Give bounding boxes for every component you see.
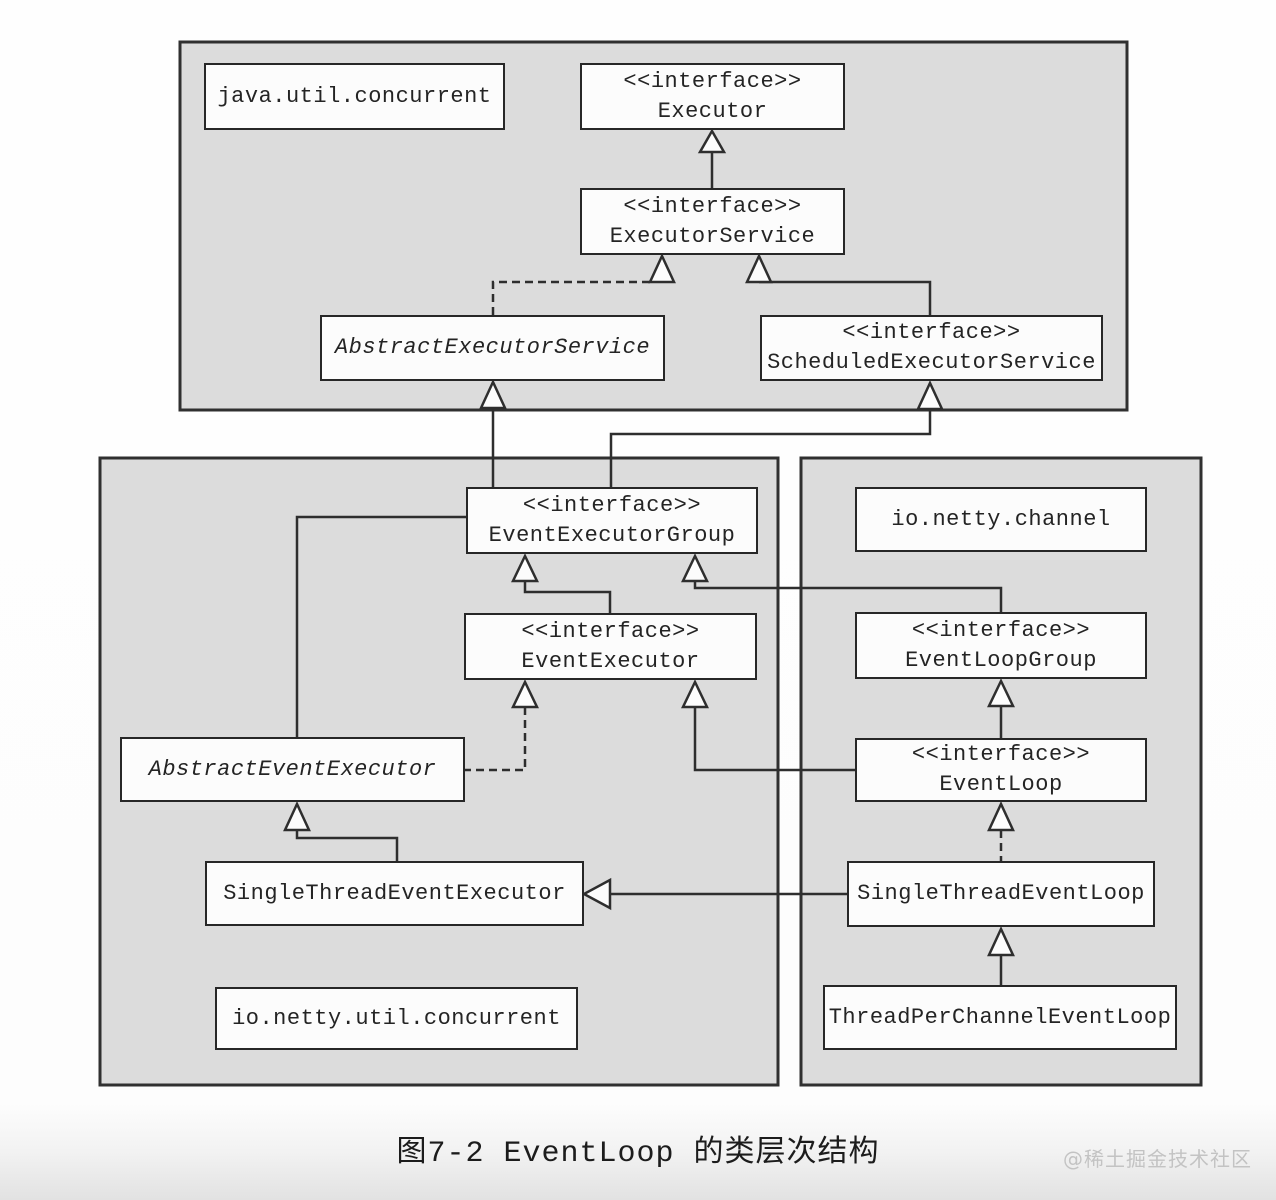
edge-eventloop-extends-eventexecutor [681,679,855,772]
class-name: AbstractExecutorService [334,335,651,360]
package-label-java-util-concurrent: java.util.concurrent [204,63,505,130]
class-box-eventexecutor: <<interface>> EventExecutor [464,613,757,680]
edge-eventexecutorgroup-extends-scheduledexecutorservice [609,380,944,487]
watermark: @稀土掘金技术社区 [1063,1147,1252,1171]
package-label-text: java.util.concurrent [217,83,492,109]
edge-executorservice-extends-executor [697,128,727,188]
edge-abstracteventexecutor-implements-eventexecutor [465,679,539,772]
class-name: Executor [657,98,768,124]
stereotype-label: <<interface>> [623,68,802,94]
class-name: EventExecutorGroup [488,522,736,548]
package-label-text: io.netty.channel [891,506,1111,532]
class-box-eventloop: <<interface>> EventLoop [855,738,1147,802]
class-box-abstracteventexecutor: AbstractEventExecutor [120,737,465,802]
edge-abstractexecutorservice-implements-executorservice [491,253,676,315]
stereotype-label: <<interface>> [623,193,802,219]
package-label-io-netty-util-concurrent: io.netty.util.concurrent [215,987,578,1050]
class-box-scheduledexecutorservice: <<interface>> ScheduledExecutorService [760,315,1103,381]
class-box-singlethreadeventloop: SingleThreadEventLoop [847,861,1155,927]
edge-eventexecutorgroup-extends-abstractexecutorservice [479,379,507,487]
package-label-io-netty-channel: io.netty.channel [855,487,1147,552]
class-box-executor: <<interface>> Executor [580,63,845,130]
edge-singlethreadeventloop-extends-singlethreadeventexecutor [581,877,847,911]
edge-scheduledexecutorservice-extends-executorservice [745,253,932,315]
class-name: ScheduledExecutorService [767,350,1096,375]
stereotype-label: <<interface>> [842,320,1021,345]
class-name: AbstractEventExecutor [148,756,437,782]
class-box-executorservice: <<interface>> ExecutorService [580,188,845,255]
class-name: EventLoop [939,772,1063,797]
class-box-singlethreadeventexecutor: SingleThreadEventExecutor [205,861,584,926]
stereotype-label: <<interface>> [521,618,700,644]
edge-eventexecutor-extends-eventexecutorgroup [511,553,612,613]
class-box-threadperchanneleventloop: ThreadPerChannelEventLoop [823,985,1177,1050]
stereotype-label: <<interface>> [911,617,1091,643]
class-box-abstractexecutorservice: AbstractExecutorService [320,315,665,381]
edge-threadperchanneleventloop-extends-singlethreadeventloop [987,926,1015,985]
package-label-text: io.netty.util.concurrent [232,1005,561,1031]
class-name: ExecutorService [609,223,816,249]
class-name: SingleThreadEventExecutor [223,880,566,906]
class-box-eventloopgroup: <<interface>> EventLoopGroup [855,612,1147,679]
stereotype-label: <<interface>> [522,492,702,518]
edge-eventloopgroup-extends-eventexecutorgroup [681,553,1003,612]
class-name: SingleThreadEventLoop [857,881,1145,906]
class-name: EventExecutor [521,648,700,674]
figure-caption: 图7-2 EventLoop 的类层次结构 [396,1137,880,1171]
edge-singlethreadeventloop-implements-eventloop [987,801,1015,861]
edge-singlethreadeventexecutor-extends-abstracteventexecutor [283,801,399,861]
stereotype-label: <<interface>> [911,742,1091,767]
edge-abstracteventexecutor-to-eventexecutorgroup-line [295,515,466,738]
class-name: EventLoopGroup [905,647,1097,673]
edge-eventloop-extends-eventloopgroup [987,678,1015,738]
class-name: ThreadPerChannelEventLoop [828,1004,1172,1030]
class-box-eventexecutorgroup: <<interface>> EventExecutorGroup [466,487,758,554]
